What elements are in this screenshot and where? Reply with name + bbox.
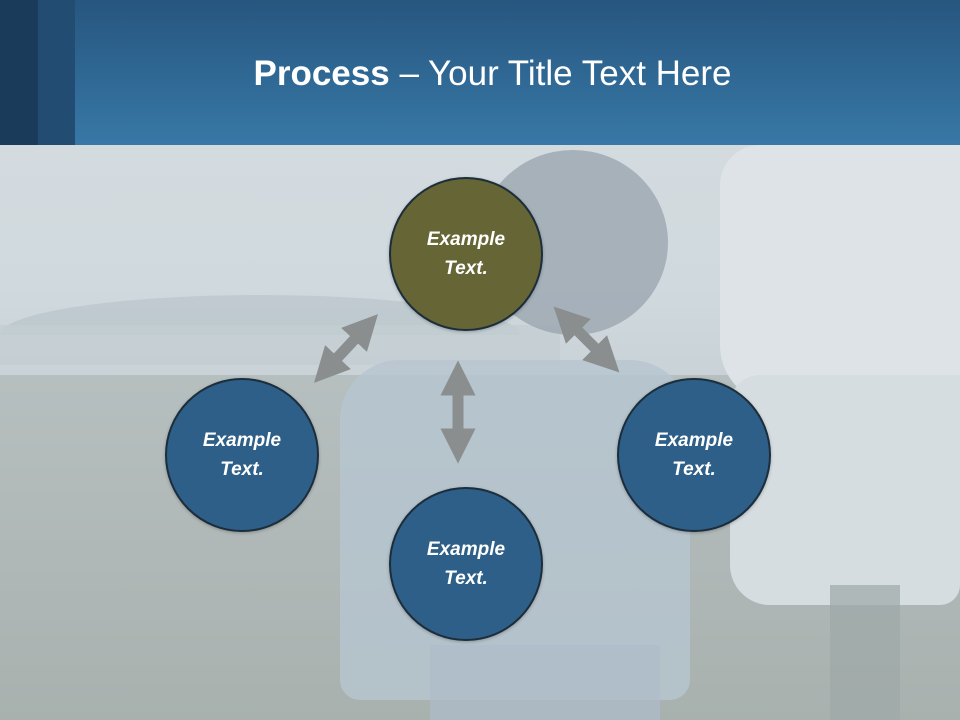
title-rest-text: – Your Title Text Here — [389, 54, 732, 93]
node-bottom-text: Example Text. — [401, 535, 531, 593]
process-node-right[interactable]: Example Text. — [617, 378, 771, 532]
node-top-text: Example Text. — [401, 225, 531, 283]
node-left-line2: Text. — [220, 459, 264, 480]
arrow-top-left[interactable] — [314, 314, 378, 383]
process-node-bottom[interactable]: Example Text. — [389, 487, 543, 641]
title-bar-accent-dark — [0, 0, 38, 145]
node-left-line1: Example — [202, 430, 282, 451]
photo-adult-shorts — [730, 375, 960, 605]
arrow-top-right[interactable] — [553, 306, 620, 373]
title-bar: Process – Your Title Text Here — [0, 0, 960, 145]
slide-title[interactable]: Process – Your Title Text Here — [0, 52, 960, 96]
node-right-line1: Example — [654, 430, 734, 451]
photo-child-shorts — [430, 645, 660, 720]
title-bold-text: Process — [253, 54, 390, 93]
process-node-left[interactable]: Example Text. — [165, 378, 319, 532]
node-left-text: Example Text. — [177, 426, 307, 484]
node-right-text: Example Text. — [629, 426, 759, 484]
photo-adult-shirt — [720, 145, 960, 405]
photo-water — [0, 325, 560, 365]
title-bar-accent — [38, 0, 75, 145]
node-top-line1: Example — [426, 229, 506, 250]
node-top-line2: Text. — [444, 258, 488, 279]
process-node-top[interactable]: Example Text. — [389, 177, 543, 331]
node-bottom-line1: Example — [426, 539, 506, 560]
node-bottom-line2: Text. — [444, 568, 488, 589]
photo-adult-leg — [830, 585, 900, 720]
node-right-line2: Text. — [672, 459, 716, 480]
